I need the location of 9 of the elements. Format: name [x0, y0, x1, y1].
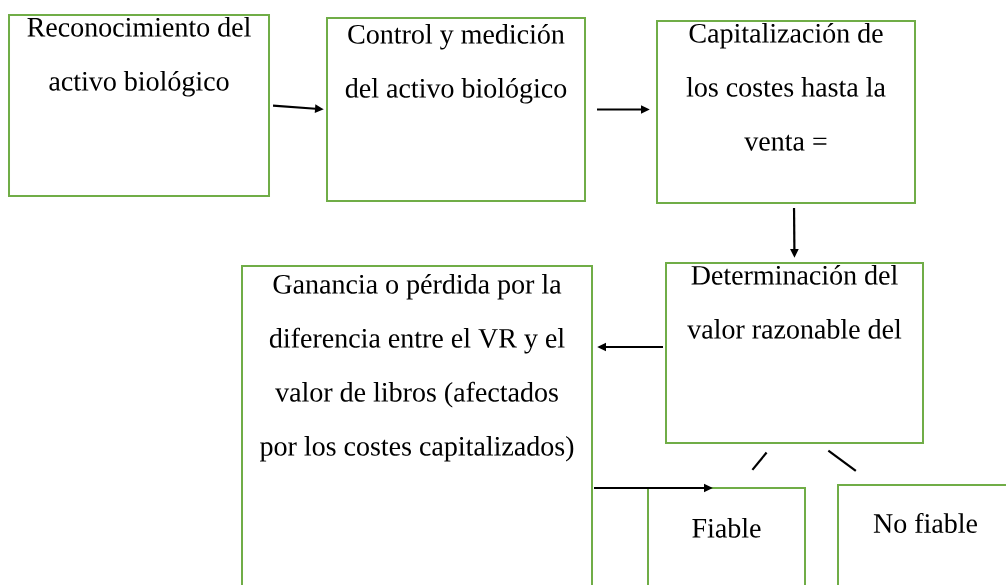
process-box: Capitalización de los costes hasta la venta = — [656, 20, 916, 204]
connector-line — [751, 451, 768, 471]
process-box: Control y medición del activo biológico — [326, 17, 586, 202]
connector-line — [827, 449, 857, 472]
process-box: Reconocimiento del activo biológico — [8, 14, 270, 197]
process-box: Determinación del valor razonable del — [665, 262, 924, 444]
process-box: Ganancia o pérdida por la diferencia entre el VR y el valor de libros (afectados por los costes capitalizados) — [241, 265, 593, 585]
process-box: No fiable — [837, 484, 1006, 585]
process-box: Fiable — [647, 487, 806, 585]
